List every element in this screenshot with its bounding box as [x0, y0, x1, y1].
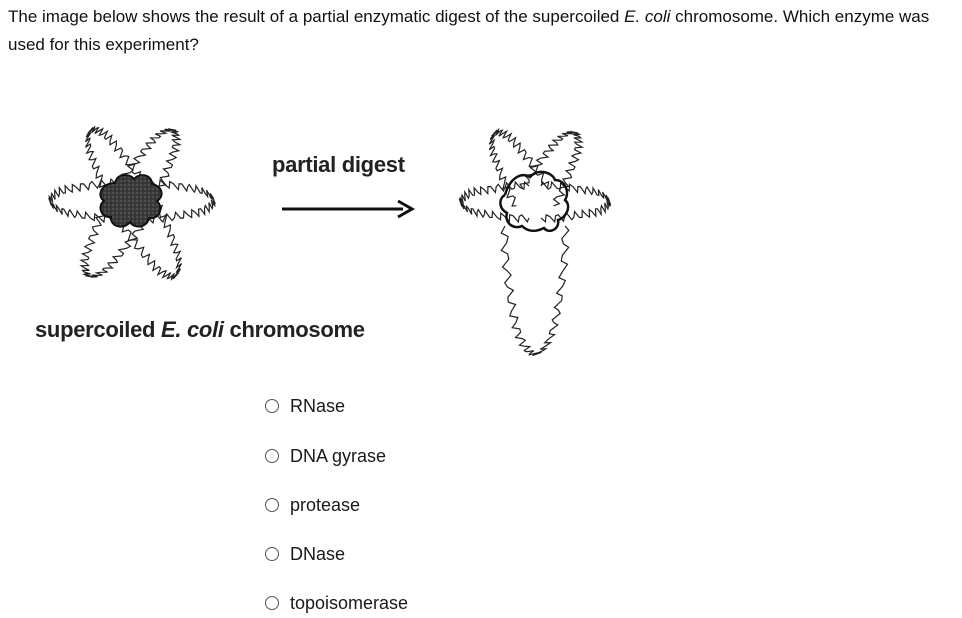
question-text-end: chromosome. Which enzyme was used for th… [8, 7, 930, 54]
partial-digest-arrow [282, 199, 416, 219]
option-dna-gyrase[interactable]: DNA gyrase [265, 444, 386, 468]
question-organism: E. coli [624, 7, 671, 26]
figure-caption: supercoiled E. coli chromosome [35, 317, 365, 343]
caption-organism: E. coli [161, 317, 224, 342]
dna-loop [500, 225, 570, 357]
option-label: DNA gyrase [290, 445, 387, 466]
option-label: RNase [290, 395, 346, 416]
option-label: protease [290, 494, 361, 515]
dna-loop [519, 130, 585, 207]
arrow-label: partial digest [272, 152, 405, 177]
option-topoisomerase[interactable]: topoisomerase [265, 591, 408, 615]
protein-core [99, 174, 163, 228]
dna-loop [488, 127, 550, 207]
dna-loop [137, 177, 216, 225]
caption-start: supercoiled [35, 317, 161, 342]
caption-end: chromosome [223, 317, 365, 342]
option-dnase[interactable]: DNase [265, 542, 345, 566]
open-loop-outline [499, 170, 570, 232]
option-label: DNase [290, 543, 346, 564]
dna-loop [48, 177, 127, 225]
dna-loop [84, 125, 147, 206]
chromosome-figure [48, 125, 612, 357]
dna-loop [116, 128, 182, 206]
dna-loop [458, 180, 530, 224]
radio-button[interactable] [265, 449, 279, 463]
digested-chromosome-diagram [458, 127, 612, 357]
radio-button[interactable] [265, 498, 279, 512]
question-text-start: The image below shows the result of a pa… [8, 7, 625, 26]
dna-loop [79, 195, 150, 278]
dna-loop [540, 180, 612, 224]
option-label: topoisomerase [290, 592, 409, 613]
option-rnase[interactable]: RNase [265, 394, 345, 418]
question-text: The image below shows the result of a pa… [8, 3, 958, 59]
option-protease[interactable]: protease [265, 493, 360, 517]
supercoiled-chromosome-diagram [48, 125, 216, 281]
dna-loop [116, 195, 183, 281]
radio-button[interactable] [265, 596, 279, 610]
radio-button[interactable] [265, 399, 279, 413]
radio-button[interactable] [265, 547, 279, 561]
